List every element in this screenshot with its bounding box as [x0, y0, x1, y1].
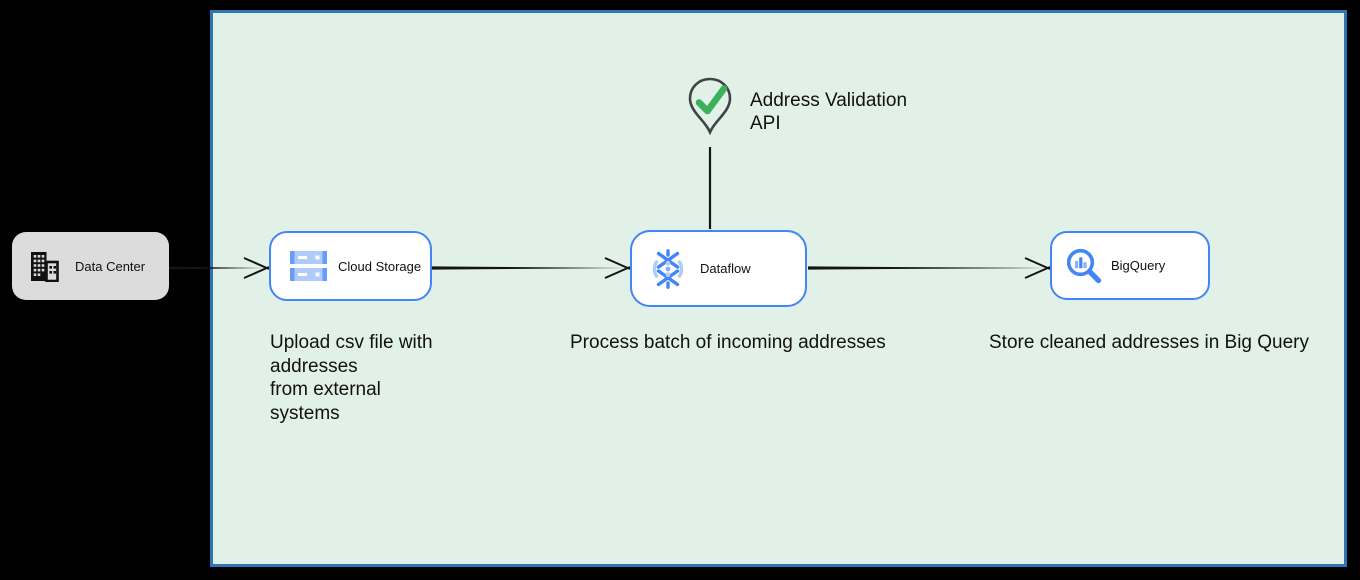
caption-dataflow: Process batch of incoming addresses [570, 332, 886, 353]
bigquery-icon [1066, 248, 1102, 283]
address-validation-marker[interactable] [687, 77, 733, 136]
pin-check-icon [688, 77, 732, 136]
building-icon [31, 251, 59, 282]
address-validation-label: Address Validation API [750, 90, 908, 134]
caption-cloud-storage: Upload csv file with addresses from exte… [270, 332, 433, 424]
node-label-data-center: Data Center [75, 258, 146, 274]
node-bigquery[interactable]: BigQuery [1050, 231, 1210, 300]
node-data-center[interactable]: Data Center [12, 232, 169, 300]
node-label-cloud-storage: Cloud Storage [338, 258, 422, 274]
node-label-bigquery: BigQuery [1111, 258, 1166, 273]
node-cloud-storage[interactable]: Cloud Storage [269, 231, 432, 301]
node-dataflow[interactable]: Dataflow [630, 230, 807, 307]
cloud-storage-icon [290, 251, 327, 281]
node-label-dataflow: Dataflow [700, 261, 751, 276]
caption-bigquery: Store cleaned addresses in Big Query [989, 332, 1310, 353]
dataflow-icon [652, 248, 684, 289]
